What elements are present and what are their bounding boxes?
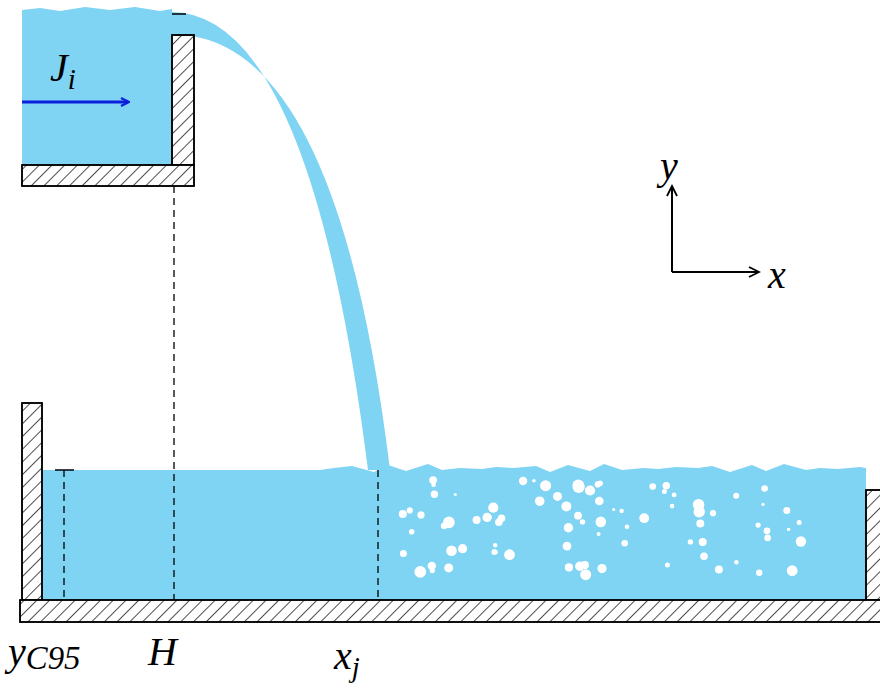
falling-jet — [170, 12, 390, 470]
math-label: x — [768, 255, 786, 295]
right-wall — [866, 490, 880, 600]
math-label: yC95 — [8, 632, 80, 675]
left-wall — [22, 403, 42, 600]
math-label: xj — [334, 636, 360, 682]
pool-floor — [20, 600, 880, 622]
y-axis — [671, 187, 673, 272]
x-axis — [672, 271, 758, 273]
math-label: H — [148, 632, 177, 672]
bubbles — [399, 476, 806, 580]
math-label: y — [660, 146, 678, 186]
upper-floor — [22, 165, 194, 186]
upper-water — [22, 7, 172, 165]
pool-water — [42, 464, 866, 600]
weir-wall — [172, 35, 194, 165]
dimension-lines — [64, 186, 378, 600]
math-label: Ji — [50, 48, 76, 94]
inflow-arrow — [22, 101, 128, 104]
